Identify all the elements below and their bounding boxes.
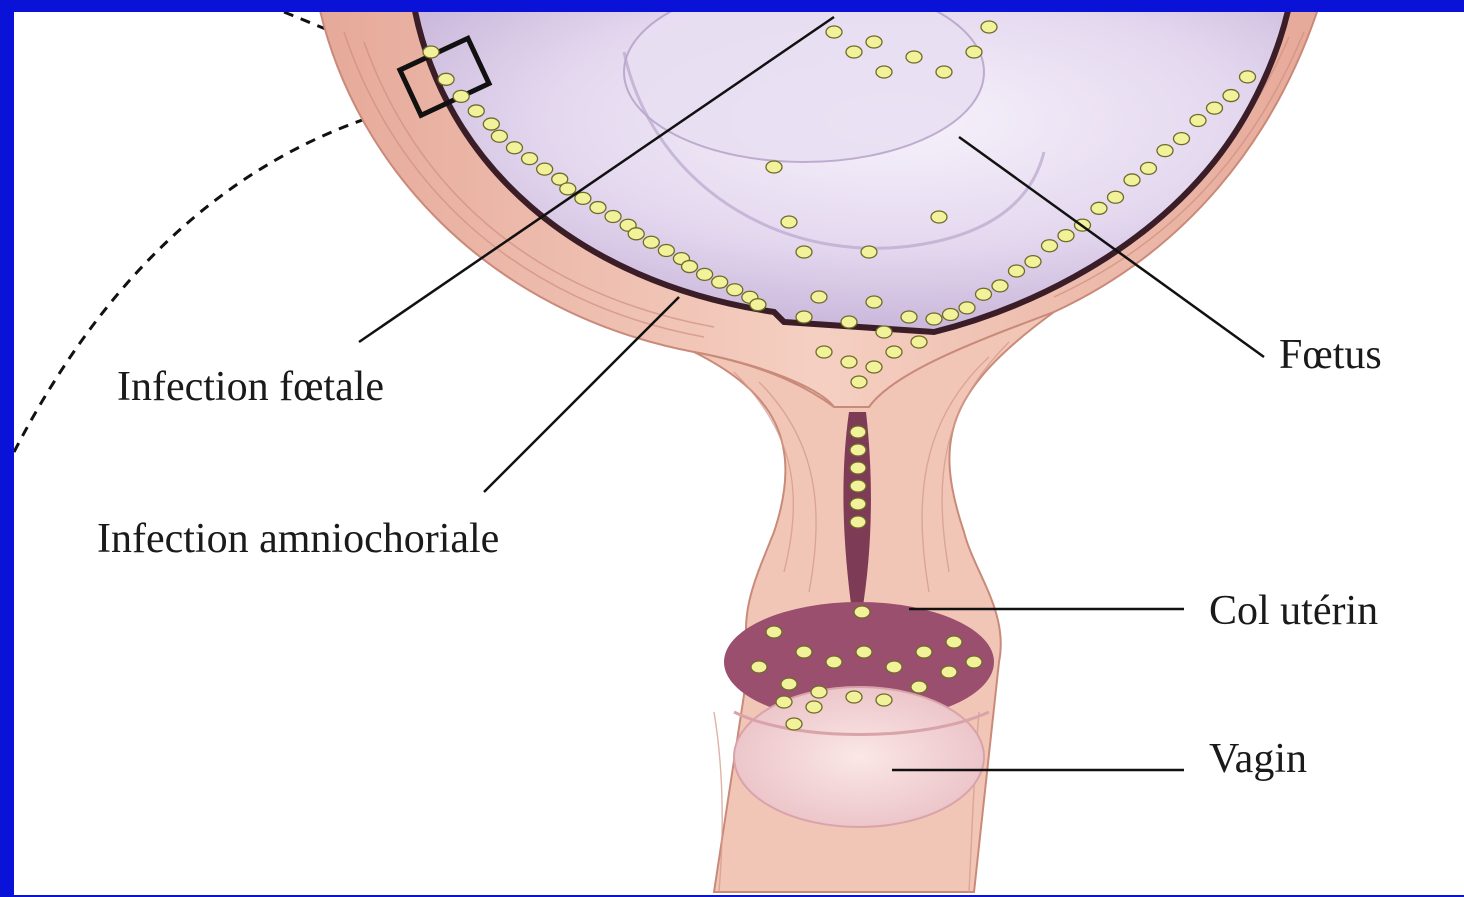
bacterium <box>1223 90 1239 102</box>
bacterium <box>841 356 857 368</box>
bacterium <box>438 73 454 85</box>
bacterium <box>901 311 917 323</box>
label-fetus: Fœtus <box>1279 334 1382 376</box>
bacterium <box>537 163 553 175</box>
bacterium <box>506 142 522 154</box>
bacterium <box>850 462 866 474</box>
bacterium <box>946 636 962 648</box>
bacterium <box>1009 265 1025 277</box>
bacterium <box>846 46 862 58</box>
bacterium <box>876 66 892 78</box>
bacterium <box>916 646 932 658</box>
bacterium <box>658 244 674 256</box>
bacterium <box>911 336 927 348</box>
bacterium <box>796 311 812 323</box>
bacterium <box>936 66 952 78</box>
bacterium <box>491 130 507 142</box>
bacterium <box>981 21 997 33</box>
bacterium <box>751 661 767 673</box>
bacterium <box>522 153 538 165</box>
bacterium <box>605 211 621 223</box>
bacterium <box>941 666 957 678</box>
bacterium <box>781 216 797 228</box>
bacterium <box>1207 102 1223 114</box>
bacterium <box>628 228 644 240</box>
bacterium <box>1042 240 1058 252</box>
bacterium <box>727 284 743 296</box>
bacterium <box>1174 133 1190 145</box>
bacterium <box>856 646 872 658</box>
bacterium <box>776 696 792 708</box>
bacterium <box>846 691 862 703</box>
leader-amniochorial-infection <box>484 297 679 492</box>
bacterium <box>796 246 812 258</box>
diagram-canvas: Infection fœtale Infection amniochoriale… <box>14 12 1464 895</box>
bacterium <box>966 46 982 58</box>
bacterium <box>1025 256 1041 268</box>
bacterium <box>876 326 892 338</box>
bacterium <box>811 686 827 698</box>
bacterium <box>781 678 797 690</box>
bacterium <box>816 346 832 358</box>
bacterium <box>959 302 975 314</box>
bacterium <box>826 656 842 668</box>
bacterium <box>643 236 659 248</box>
bacterium <box>560 183 576 195</box>
bacterium <box>590 202 606 214</box>
bacterium <box>826 26 842 38</box>
bacterium <box>931 211 947 223</box>
bacterium <box>866 361 882 373</box>
bacterium <box>1141 162 1157 174</box>
bacterium <box>483 118 499 130</box>
bacterium <box>876 694 892 706</box>
bacterium <box>766 626 782 638</box>
bacterium <box>992 280 1008 292</box>
bacterium <box>850 426 866 438</box>
bacterium <box>886 346 902 358</box>
bacterium <box>943 309 959 321</box>
bacterium <box>850 498 866 510</box>
bacterium <box>850 480 866 492</box>
label-amniochorial-infection: Infection amniochoriale <box>97 518 499 560</box>
bacterium <box>453 90 469 102</box>
bacterium <box>1108 191 1124 203</box>
bacterium <box>806 701 822 713</box>
bacterium <box>1124 174 1140 186</box>
bacterium <box>861 246 877 258</box>
bacterium <box>906 51 922 63</box>
bacterium <box>850 516 866 528</box>
bacterium <box>750 299 766 311</box>
bacterium <box>786 718 802 730</box>
bacterium <box>468 105 484 117</box>
bacterium <box>811 291 827 303</box>
label-cervix: Col utérin <box>1209 590 1378 632</box>
bacterium <box>911 681 927 693</box>
vaginal-wall <box>734 687 984 827</box>
bacterium <box>423 46 439 58</box>
bacterium <box>682 261 698 273</box>
bacterium <box>866 36 882 48</box>
label-fetal-infection: Infection fœtale <box>117 366 384 408</box>
bacterium <box>1240 71 1256 83</box>
bacterium <box>851 376 867 388</box>
bacterium <box>1190 114 1206 126</box>
bacterium <box>850 444 866 456</box>
label-vagina: Vagin <box>1209 738 1307 780</box>
bacterium <box>712 276 728 288</box>
bacterium <box>926 313 942 325</box>
bacterium <box>866 296 882 308</box>
bacterium <box>766 161 782 173</box>
bacterium <box>796 646 812 658</box>
bacterium <box>976 288 992 300</box>
bacterium <box>966 656 982 668</box>
bacterium <box>854 606 870 618</box>
bacterium <box>1058 230 1074 242</box>
bacterium <box>886 661 902 673</box>
bacterium <box>1091 202 1107 214</box>
bacterium <box>841 316 857 328</box>
bacterium <box>697 268 713 280</box>
bacterium <box>1157 145 1173 157</box>
